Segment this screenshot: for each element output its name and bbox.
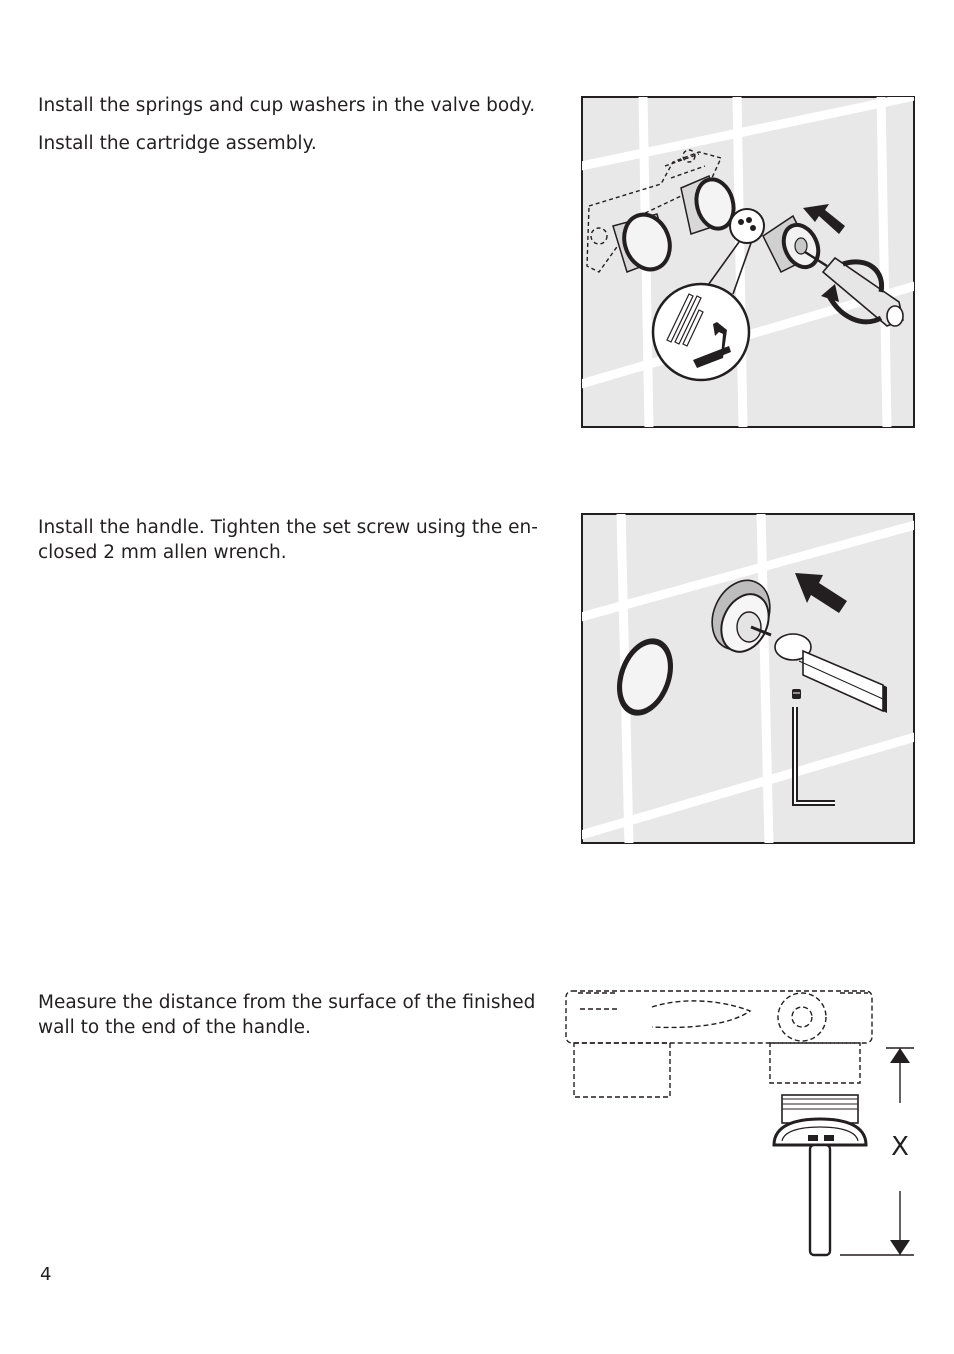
dimension-label: X	[891, 1132, 909, 1162]
cartridge	[762, 214, 828, 274]
instruction-handle: Install the handle. Tighten the set scre…	[38, 517, 538, 538]
zoom-detail-circle	[651, 282, 751, 382]
trim-assembly	[772, 1094, 868, 1257]
instruction-handle-cont: closed 2 mm allen wrench.	[38, 542, 287, 563]
trim-plate	[711, 579, 772, 653]
instruction-springs: Install the springs and cup washers in t…	[38, 95, 536, 116]
escutcheon-ring	[616, 638, 674, 716]
cup-washer-right	[680, 174, 736, 235]
dimension-arrow-down-icon	[890, 1240, 910, 1255]
valve-body-outline	[565, 990, 873, 1098]
spring-parts-icon	[666, 293, 704, 347]
instruction-measure: Measure the distance from the surface of…	[38, 992, 536, 1013]
dimension-arrow-up-icon	[890, 1048, 910, 1063]
measurement-diagram: X	[565, 990, 914, 1257]
instruction-measure-cont: wall to the end of the handle.	[38, 1017, 311, 1038]
handle-install-illustration	[581, 513, 915, 844]
cup-washer-left	[612, 212, 672, 273]
direction-arrow-icon	[795, 573, 847, 613]
cartridge-install-illustration	[581, 96, 915, 428]
allen-key-icon	[693, 322, 731, 368]
wall-tiles	[582, 97, 914, 427]
page-number: 4	[40, 1264, 52, 1285]
lever-handle	[774, 633, 887, 713]
handle-with-rotation	[821, 256, 904, 327]
direction-arrow-icon	[803, 204, 845, 234]
instruction-cartridge: Install the cartridge assembly.	[38, 133, 317, 154]
wall-tiles	[582, 514, 914, 843]
set-screw-icon	[792, 689, 801, 699]
